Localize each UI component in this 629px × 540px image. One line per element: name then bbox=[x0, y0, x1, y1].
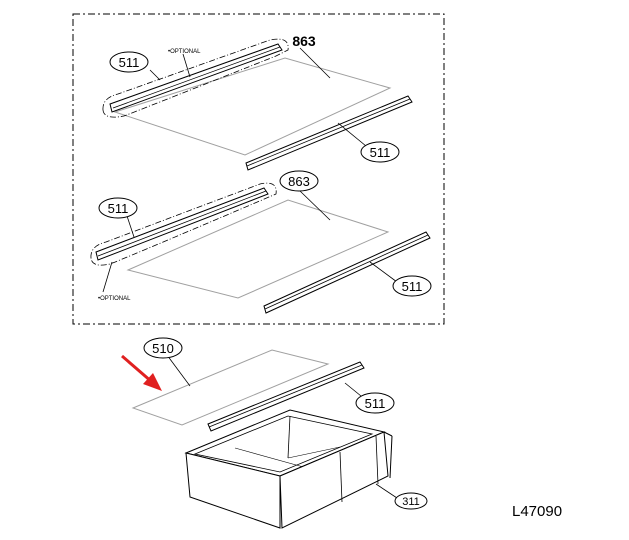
crisper-drawer bbox=[184, 409, 393, 529]
crisper-cover-trim bbox=[207, 361, 365, 432]
upper-trim-right-label: 511 bbox=[370, 145, 391, 160]
callout-lower-glass bbox=[279, 170, 319, 192]
lower-trim-left-label: 511 bbox=[108, 201, 129, 216]
crisper-cover-label: 510 bbox=[152, 341, 174, 356]
lower-shelf-assembly: 511 863 •OPTIONAL 511 bbox=[90, 170, 432, 314]
lower-right-trim bbox=[263, 231, 431, 314]
callout-crisper-drawer bbox=[394, 492, 428, 510]
pointer-arrow-shaft bbox=[121, 354, 153, 384]
callout-crisper-cover-trim bbox=[355, 392, 395, 414]
upper-shelf-assembly: 511 •OPTIONAL 863 511 bbox=[102, 33, 413, 171]
callout-upper-trim-left bbox=[109, 51, 149, 73]
callout-lower-trim-right bbox=[392, 275, 432, 297]
lower-trim-right-label: 511 bbox=[402, 279, 423, 294]
callout-upper-trim-right bbox=[360, 141, 400, 163]
pointer-arrow-head bbox=[143, 373, 162, 391]
upper-trim-left-label: 511 bbox=[119, 55, 140, 70]
callout-crisper-cover bbox=[143, 337, 183, 359]
lower-optional-label: •OPTIONAL bbox=[98, 296, 131, 302]
upper-optional-outline bbox=[102, 38, 289, 118]
crisper-cover-trim-label: 511 bbox=[365, 396, 386, 411]
lower-optional-outline bbox=[90, 182, 277, 266]
drawing-code: L47090 bbox=[512, 503, 562, 520]
crisper-cover-assembly: 510 511 bbox=[121, 337, 395, 432]
crisper-drawer-label: 311 bbox=[402, 496, 420, 508]
lower-left-trim bbox=[95, 187, 269, 261]
shelf-group-frame bbox=[72, 13, 445, 325]
upper-glass-label: 863 bbox=[292, 33, 316, 49]
upper-optional-label: •OPTIONAL bbox=[168, 49, 201, 55]
crisper-cover-panel bbox=[131, 349, 330, 426]
callout-lower-trim-left bbox=[98, 197, 138, 219]
upper-right-trim bbox=[245, 95, 413, 171]
upper-glass-shelf bbox=[113, 57, 392, 156]
lower-glass-label: 863 bbox=[288, 174, 310, 189]
lower-glass-shelf bbox=[126, 199, 390, 299]
